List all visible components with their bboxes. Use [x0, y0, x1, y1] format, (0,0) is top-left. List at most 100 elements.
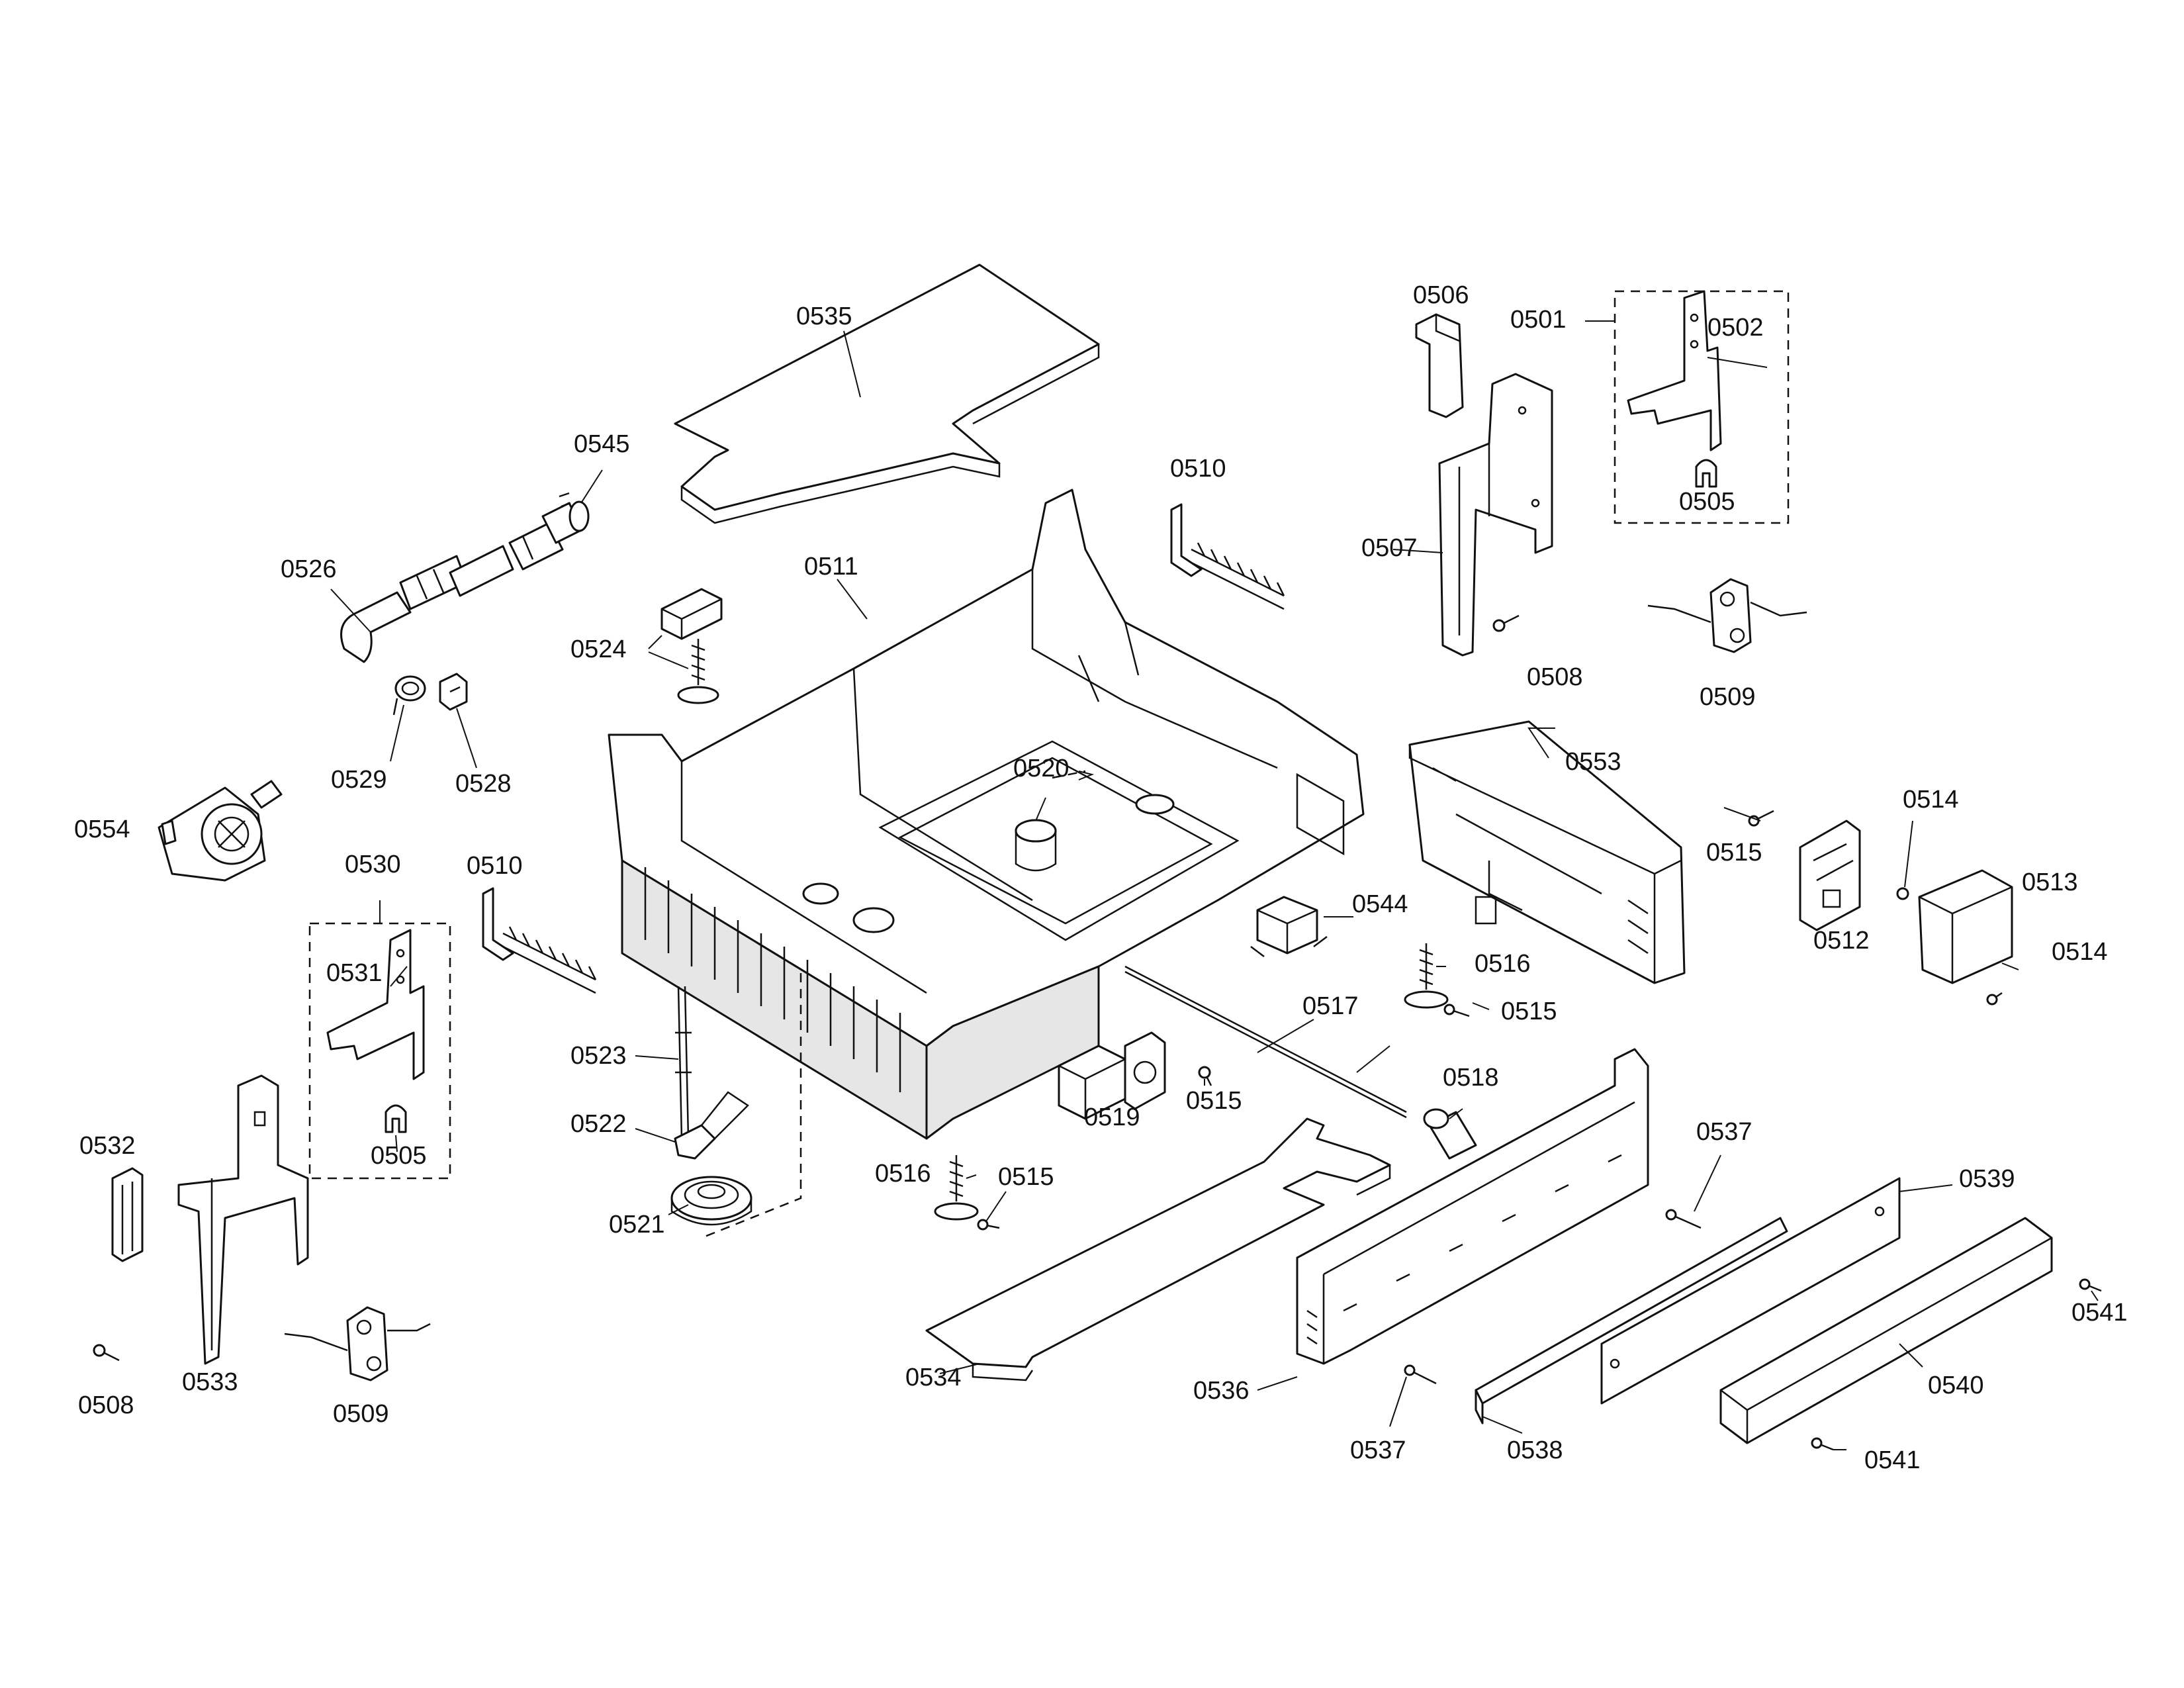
callout-0502: 0502 [1707, 314, 1764, 342]
callout-0518: 0518 [1443, 1064, 1499, 1092]
part-0514-screw-a[interactable] [1896, 887, 1909, 900]
callout-0541-b: 0541 [1864, 1446, 1921, 1474]
part-0531-bracket[interactable] [326, 929, 425, 1080]
part-0515-screw-d[interactable] [977, 1219, 1000, 1231]
part-0522-sensor[interactable] [674, 1091, 749, 1160]
callout-0505-left: 0505 [371, 1142, 427, 1170]
callout-0509-right: 0509 [1700, 683, 1756, 711]
part-0516-foot-a[interactable] [1404, 943, 1449, 1009]
part-0529-clamp[interactable] [392, 675, 426, 716]
part-0511-base[interactable] [608, 489, 1365, 1140]
part-0540-kickplate[interactable] [1719, 1217, 2053, 1444]
callout-0531: 0531 [326, 959, 383, 987]
part-0515-screw-c[interactable] [1198, 1066, 1212, 1086]
callout-0515-d: 0515 [998, 1163, 1054, 1191]
part-0505-clip-right[interactable] [1695, 459, 1717, 488]
callout-0514-a: 0514 [1903, 786, 1959, 814]
callout-0528: 0528 [455, 770, 512, 798]
part-0510-spring-right[interactable] [1170, 503, 1285, 610]
part-0510-spring-left[interactable] [482, 887, 597, 994]
callout-0519: 0519 [1084, 1103, 1140, 1131]
callout-0508-right: 0508 [1527, 663, 1583, 691]
callout-0533: 0533 [182, 1368, 238, 1396]
part-0508-screw-right[interactable] [1492, 614, 1520, 632]
leader-lines [330, 330, 2099, 1450]
part-0509-lock-right[interactable] [1647, 578, 1807, 653]
callout-0508-left: 0508 [78, 1391, 134, 1419]
part-0535-panel[interactable] [674, 263, 1100, 524]
callout-0512: 0512 [1813, 927, 1870, 955]
part-0507-bracket[interactable] [1438, 373, 1553, 657]
part-0524-switch[interactable] [660, 588, 723, 640]
callout-0535: 0535 [796, 303, 852, 330]
part-0537-pin-a[interactable] [1665, 1209, 1702, 1229]
callout-0538: 0538 [1507, 1436, 1563, 1464]
callout-0537-b: 0537 [1350, 1436, 1406, 1464]
part-0534-panel[interactable] [925, 1117, 1391, 1382]
part-0513-cover[interactable] [1918, 869, 2013, 984]
part-0519-valve[interactable] [1058, 1031, 1166, 1120]
part-0517-rod[interactable] [1124, 965, 1407, 1119]
callout-0505-right: 0505 [1679, 488, 1735, 516]
callout-0523: 0523 [570, 1042, 627, 1070]
callout-0517: 0517 [1302, 992, 1359, 1020]
part-0515-screw-b[interactable] [1443, 1004, 1470, 1017]
callout-0534: 0534 [905, 1364, 962, 1391]
part-0518-part[interactable] [1423, 1108, 1477, 1160]
callout-0530: 0530 [345, 851, 401, 878]
part-0516-foot-b[interactable] [934, 1155, 979, 1221]
callout-0514-b: 0514 [2052, 938, 2108, 966]
callout-0540: 0540 [1928, 1372, 1984, 1399]
part-0532-cover[interactable] [111, 1167, 144, 1262]
callout-0545: 0545 [574, 430, 630, 458]
part-0544-relay[interactable] [1250, 896, 1328, 957]
callout-0506: 0506 [1413, 281, 1469, 309]
part-0506-cover[interactable] [1415, 313, 1464, 418]
callout-0510-left: 0510 [467, 852, 523, 880]
callout-0511: 0511 [804, 553, 858, 581]
part-0526-hose[interactable] [340, 502, 584, 663]
callout-0515-c: 0515 [1186, 1087, 1242, 1115]
part-0537-pin-b[interactable] [1404, 1364, 1437, 1385]
part-0523-rod[interactable] [675, 986, 692, 1139]
part-0541-screw-b[interactable] [1811, 1437, 1834, 1451]
callout-0501: 0501 [1510, 306, 1567, 334]
part-0533-bracket[interactable] [177, 1074, 309, 1365]
part-0509-lock-left[interactable] [284, 1306, 431, 1382]
part-0524-screw[interactable] [677, 639, 719, 704]
callout-0515-a: 0515 [1706, 839, 1762, 867]
callout-0513: 0513 [2022, 868, 2078, 896]
callout-0539: 0539 [1959, 1165, 2015, 1193]
callout-0541-a: 0541 [2071, 1299, 2128, 1327]
callout-0529: 0529 [331, 766, 387, 794]
part-0538-bar[interactable] [1475, 1217, 1788, 1425]
part-0520-float[interactable] [1015, 819, 1057, 843]
part-0505-clip-left[interactable] [385, 1104, 407, 1133]
part-0553-module[interactable] [1408, 720, 1686, 984]
part-0521-filter[interactable] [670, 1176, 752, 1226]
callout-0532: 0532 [79, 1132, 136, 1160]
part-0514-screw-b[interactable] [1986, 992, 2003, 1006]
callout-0515-b: 0515 [1501, 998, 1557, 1025]
part-0554-pump[interactable] [158, 780, 283, 882]
callout-0509-left: 0509 [333, 1400, 389, 1428]
part-0536-panel[interactable] [1296, 1048, 1649, 1365]
part-0512-bracket[interactable] [1799, 820, 1861, 931]
callout-0516-a: 0516 [1475, 950, 1531, 978]
part-0528-clip[interactable] [439, 673, 468, 711]
part-0545-clamp[interactable] [559, 492, 590, 532]
callout-0522: 0522 [570, 1110, 627, 1138]
assembly-guide-line [701, 973, 802, 1239]
part-0502-bracket[interactable] [1627, 290, 1722, 451]
callout-labels: 0535 0545 0526 0529 0528 0554 0530 0531 … [74, 281, 2128, 1474]
group-0530-box [308, 900, 451, 1180]
callout-0554: 0554 [74, 816, 130, 843]
callout-0526: 0526 [281, 555, 337, 583]
part-0508-screw-left[interactable] [93, 1344, 120, 1362]
part-0541-screw-a[interactable] [2079, 1278, 2102, 1292]
callout-0553: 0553 [1565, 748, 1621, 776]
callout-0520: 0520 [1013, 755, 1069, 782]
callout-0537-a: 0537 [1696, 1118, 1752, 1146]
part-0539-plate[interactable] [1600, 1177, 1901, 1405]
